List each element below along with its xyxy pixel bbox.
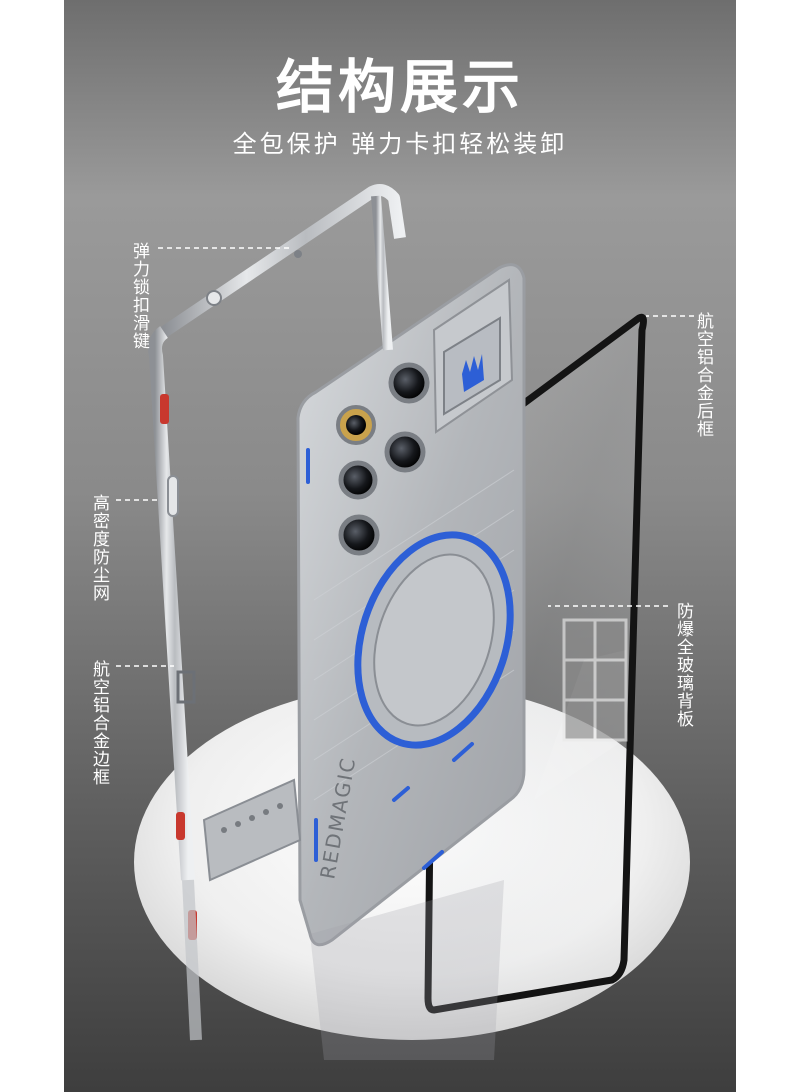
label-glass-back: 防爆全玻璃背板	[673, 602, 693, 728]
label-dust-mesh: 高密度防尘网	[89, 494, 109, 602]
page-subtitle: 全包保护 弹力卡扣轻松装卸	[232, 130, 568, 158]
left-white-margin	[0, 0, 64, 1092]
label-alloy-side-frame: 航空铝合金边框	[89, 660, 109, 786]
right-white-margin	[736, 0, 800, 1092]
metal-bumper-frame	[148, 184, 406, 1041]
label-spring-button: 弹力锁扣滑键	[129, 242, 149, 350]
red-button-upper	[160, 394, 169, 424]
product-illustration: REDMAGIC	[116, 184, 694, 1060]
label-alloy-back-frame: 航空铝合金后框	[693, 312, 713, 438]
red-button-lower	[176, 812, 185, 840]
page-title: 结构展示	[275, 53, 524, 121]
callout-leaders	[116, 247, 694, 667]
product-scene: REDMAGIC	[64, 0, 736, 1092]
phone-body: REDMAGIC	[296, 263, 526, 947]
